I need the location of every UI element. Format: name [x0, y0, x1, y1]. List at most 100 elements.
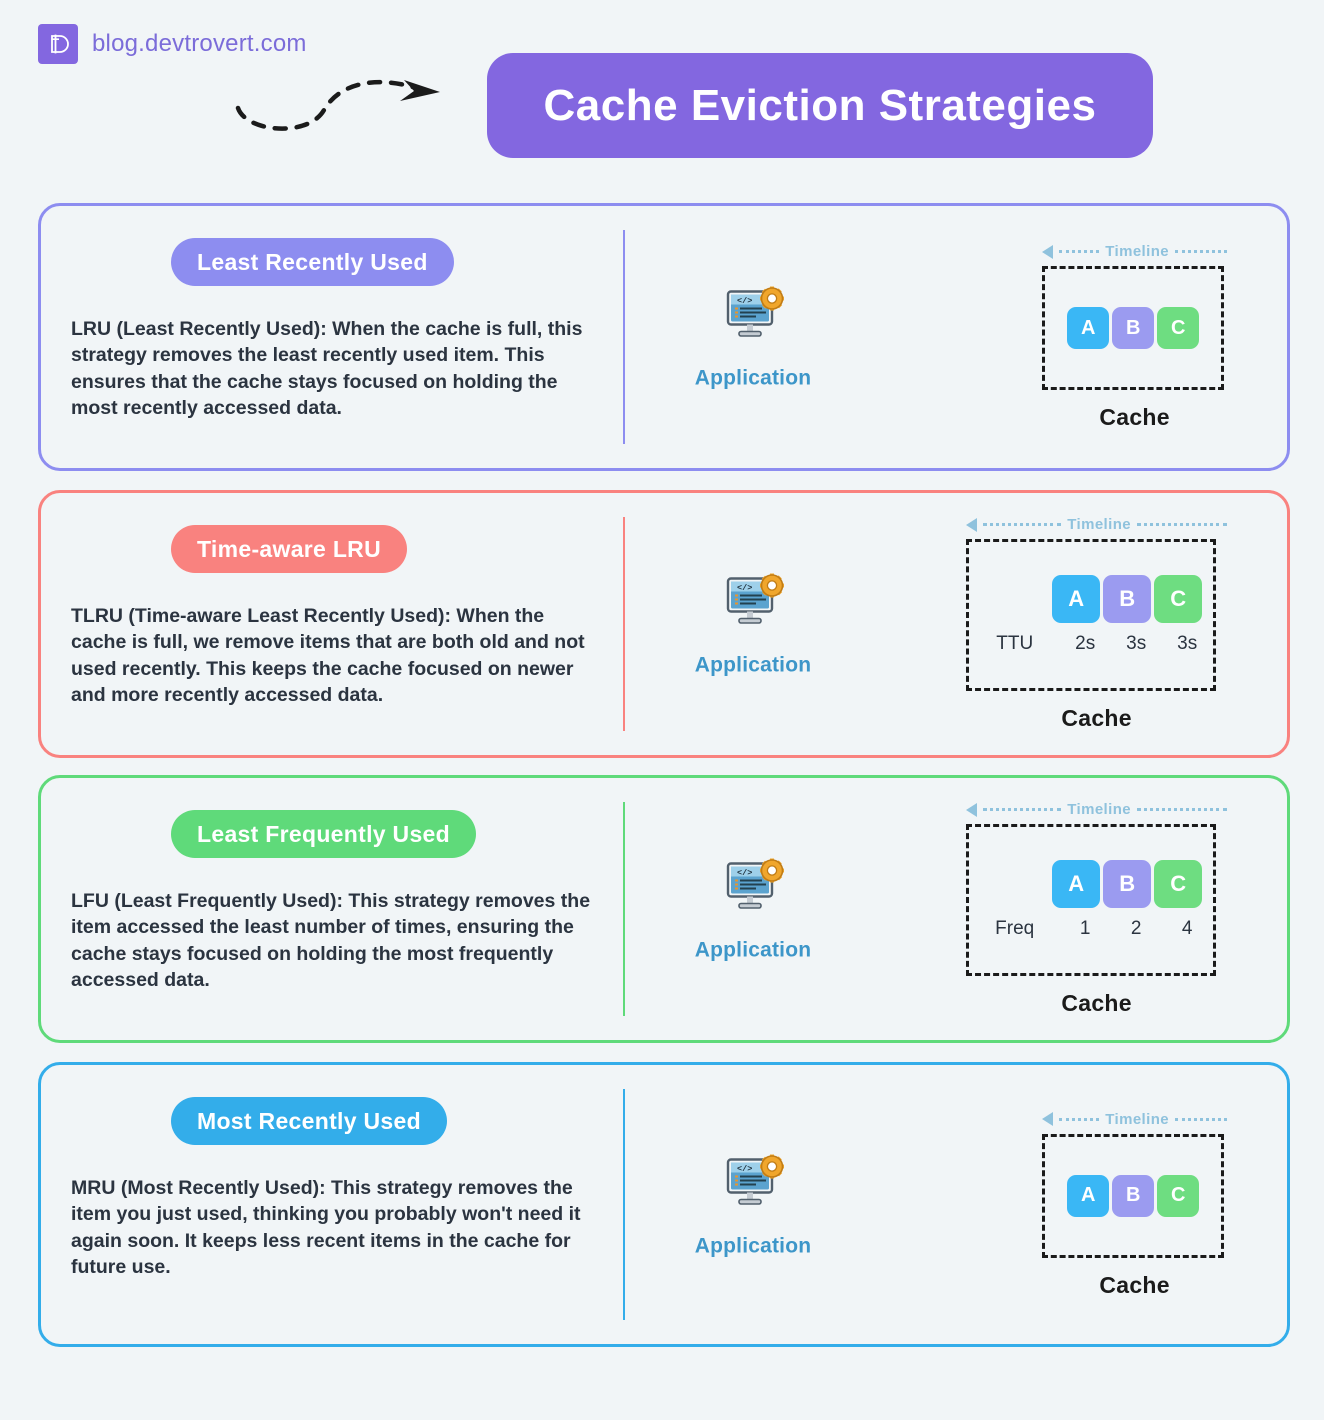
monitor-code-gear-icon: </> [673, 571, 833, 642]
cache-caption: Cache [1061, 990, 1132, 1016]
cache-tile-a: A [1067, 307, 1110, 349]
card-left-panel: Least Frequently Used LFU (Least Frequen… [41, 778, 623, 1040]
cache-meta-row: TTU 2s 3s 3s [970, 633, 1213, 655]
timeline-left-arrow-icon [966, 517, 978, 532]
cache-tile-b: B [1112, 1174, 1155, 1217]
cache-tile-c: C [1154, 575, 1203, 623]
strategy-card-tlru: Time-aware LRU TLRU (Time-aware Least Re… [38, 490, 1290, 758]
application-label: Application [694, 938, 812, 962]
timeline-dotted-line [1175, 250, 1227, 253]
strategy-card-lru: Least Recently Used LRU (Least Recently … [38, 203, 1290, 471]
application-block: </> Application [673, 1151, 833, 1258]
strategy-pill-tlru[interactable]: Time-aware LRU [171, 525, 407, 573]
cache-meta-value: 3s [1126, 633, 1147, 654]
cache-meta-value: 1 [1079, 918, 1091, 939]
cache-caption: Cache [1061, 705, 1132, 731]
cache-tile-c: C [1154, 860, 1203, 908]
cache-caption: Cache [1099, 404, 1170, 430]
timeline-dotted-line [1137, 808, 1227, 811]
card-divider [623, 230, 625, 444]
page-title: Cache Eviction Strategies [543, 80, 1097, 130]
card-divider [623, 517, 625, 731]
cache-meta-label: Freq [995, 918, 1035, 939]
application-block: </> Application [673, 571, 833, 678]
page-title-banner: Cache Eviction Strategies [487, 53, 1153, 158]
monitor-code-gear-icon: </> [673, 1151, 833, 1222]
svg-text:</>: </> [737, 868, 752, 878]
cache-meta-row: Freq 1 2 4 [970, 918, 1213, 940]
timeline-indicator: Timeline [966, 801, 1227, 818]
devtrovert-monogram-logo-icon [38, 24, 78, 64]
strategy-card-lfu: Least Frequently Used LFU (Least Frequen… [38, 775, 1290, 1043]
timeline-dotted-line [1059, 1117, 1100, 1121]
card-divider [623, 1089, 625, 1320]
timeline-left-arrow-icon [966, 802, 978, 817]
card-left-panel: Least Recently Used LRU (Least Recently … [41, 206, 623, 468]
card-right-panel: </> Application [625, 778, 1287, 1040]
card-left-panel: Most Recently Used MRU (Most Recently Us… [41, 1065, 623, 1344]
timeline-label: Timeline [1105, 243, 1169, 260]
cache-meta-value: 3s [1177, 633, 1198, 654]
card-divider [623, 802, 625, 1016]
cache-tile-a: A [1052, 860, 1101, 908]
timeline-indicator: Timeline [1042, 1111, 1227, 1128]
application-block: </> Application [673, 284, 833, 391]
cache-meta-label: TTU [996, 633, 1034, 654]
cache-meta-value: 4 [1181, 918, 1193, 939]
timeline-dotted-line [983, 808, 1062, 811]
strategy-pill-lfu[interactable]: Least Frequently Used [171, 810, 476, 858]
timeline-dotted-line [1137, 523, 1227, 526]
card-left-panel: Time-aware LRU TLRU (Time-aware Least Re… [41, 493, 623, 755]
brand-url: blog.devtrovert.com [92, 30, 307, 57]
timeline-label: Timeline [1067, 801, 1131, 818]
timeline-dotted-line [1175, 1117, 1227, 1121]
timeline-left-arrow-icon [1042, 1112, 1054, 1126]
monitor-code-gear-icon: </> [673, 856, 833, 927]
card-right-panel: </> Application [625, 493, 1287, 755]
cache-tile-c: C [1157, 1174, 1200, 1217]
cache-meta-value: 2 [1130, 918, 1142, 939]
application-label: Application [694, 366, 812, 390]
cache-tile-a: A [1067, 1174, 1110, 1217]
strategy-card-mru: Most Recently Used MRU (Most Recently Us… [38, 1062, 1290, 1347]
cache-tile-a: A [1052, 575, 1101, 623]
timeline-indicator: Timeline [1042, 243, 1227, 260]
dashed-curved-arrow-icon [228, 66, 448, 141]
cache-tile-b: B [1103, 860, 1152, 908]
timeline-dotted-line [1059, 250, 1100, 253]
svg-text:</>: </> [737, 1164, 752, 1174]
timeline-left-arrow-icon [1042, 244, 1054, 259]
strategy-pill-mru[interactable]: Most Recently Used [171, 1097, 447, 1145]
cache-caption: Cache [1099, 1271, 1170, 1298]
monitor-code-gear-icon: </> [673, 284, 833, 355]
timeline-indicator: Timeline [966, 516, 1227, 533]
strategy-pill-lru[interactable]: Least Recently Used [171, 238, 454, 286]
cache-tile-b: B [1112, 307, 1155, 349]
timeline-label: Timeline [1067, 516, 1131, 533]
strategy-description: LRU (Least Recently Used): When the cach… [71, 318, 583, 419]
cache-tile-c: C [1157, 307, 1200, 349]
strategy-description: LFU (Least Frequently Used): This strate… [71, 890, 591, 991]
timeline-dotted-line [983, 523, 1062, 526]
cache-tile-b: B [1103, 575, 1152, 623]
cache-meta-value: 2s [1075, 633, 1096, 654]
strategy-description: TLRU (Time-aware Least Recently Used): W… [71, 605, 585, 706]
card-right-panel: </> Application [625, 1065, 1287, 1344]
svg-text:</>: </> [737, 296, 752, 306]
application-block: </> Application [673, 856, 833, 963]
application-label: Application [694, 1234, 812, 1257]
strategy-description: MRU (Most Recently Used): This strategy … [71, 1177, 581, 1278]
timeline-label: Timeline [1105, 1110, 1169, 1128]
